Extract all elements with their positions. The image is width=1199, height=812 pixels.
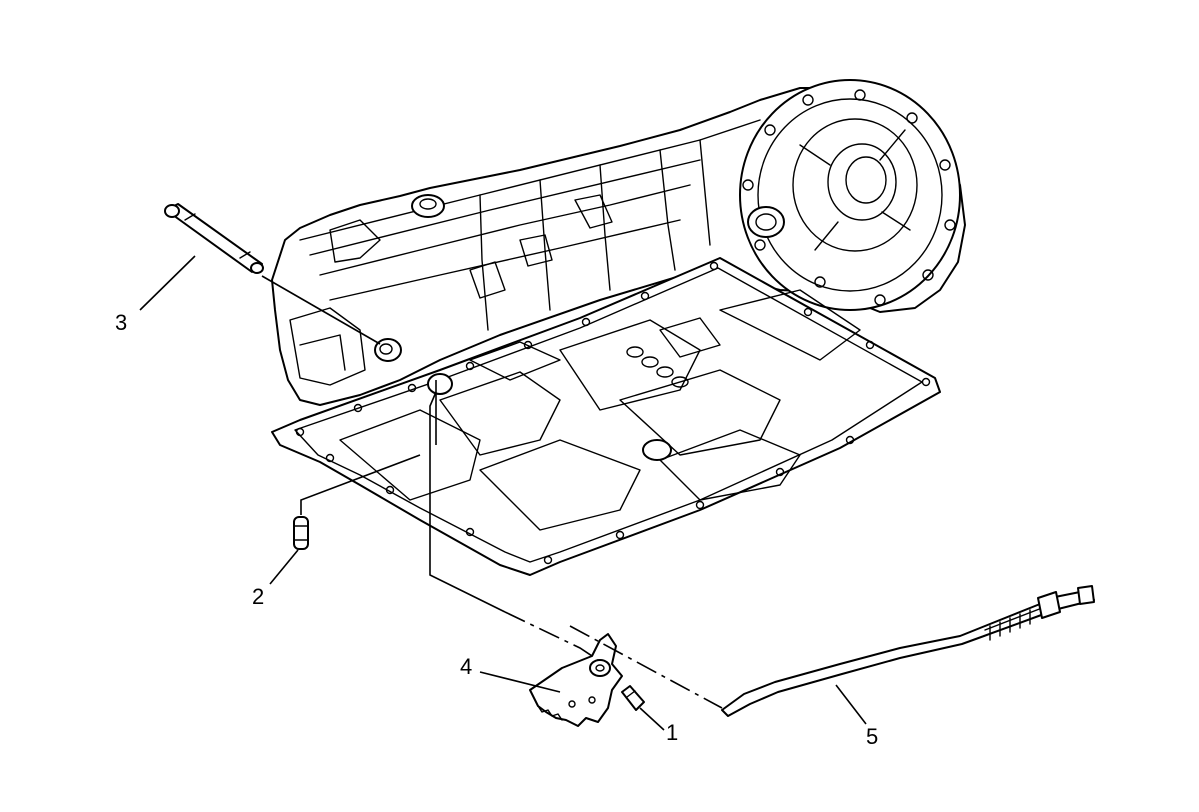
part-2-pin [293,454,421,550]
callout-5: 5 [866,724,878,749]
callout-3: 3 [115,310,127,335]
part-5-rod [721,585,1095,717]
alignment-lines [429,380,723,709]
part-3-shaft [164,203,381,345]
pan-bolt-holes [295,261,931,565]
part-1-pin [621,685,645,711]
callout-leaders [139,255,867,731]
callout-2: 2 [252,584,264,609]
part-4-lever [529,633,623,727]
callout-4: 4 [460,654,472,679]
callout-1: 1 [666,720,678,745]
transmission-case [271,79,966,406]
flange-bolt-holes [742,89,956,306]
oil-pan-flange [271,257,941,576]
